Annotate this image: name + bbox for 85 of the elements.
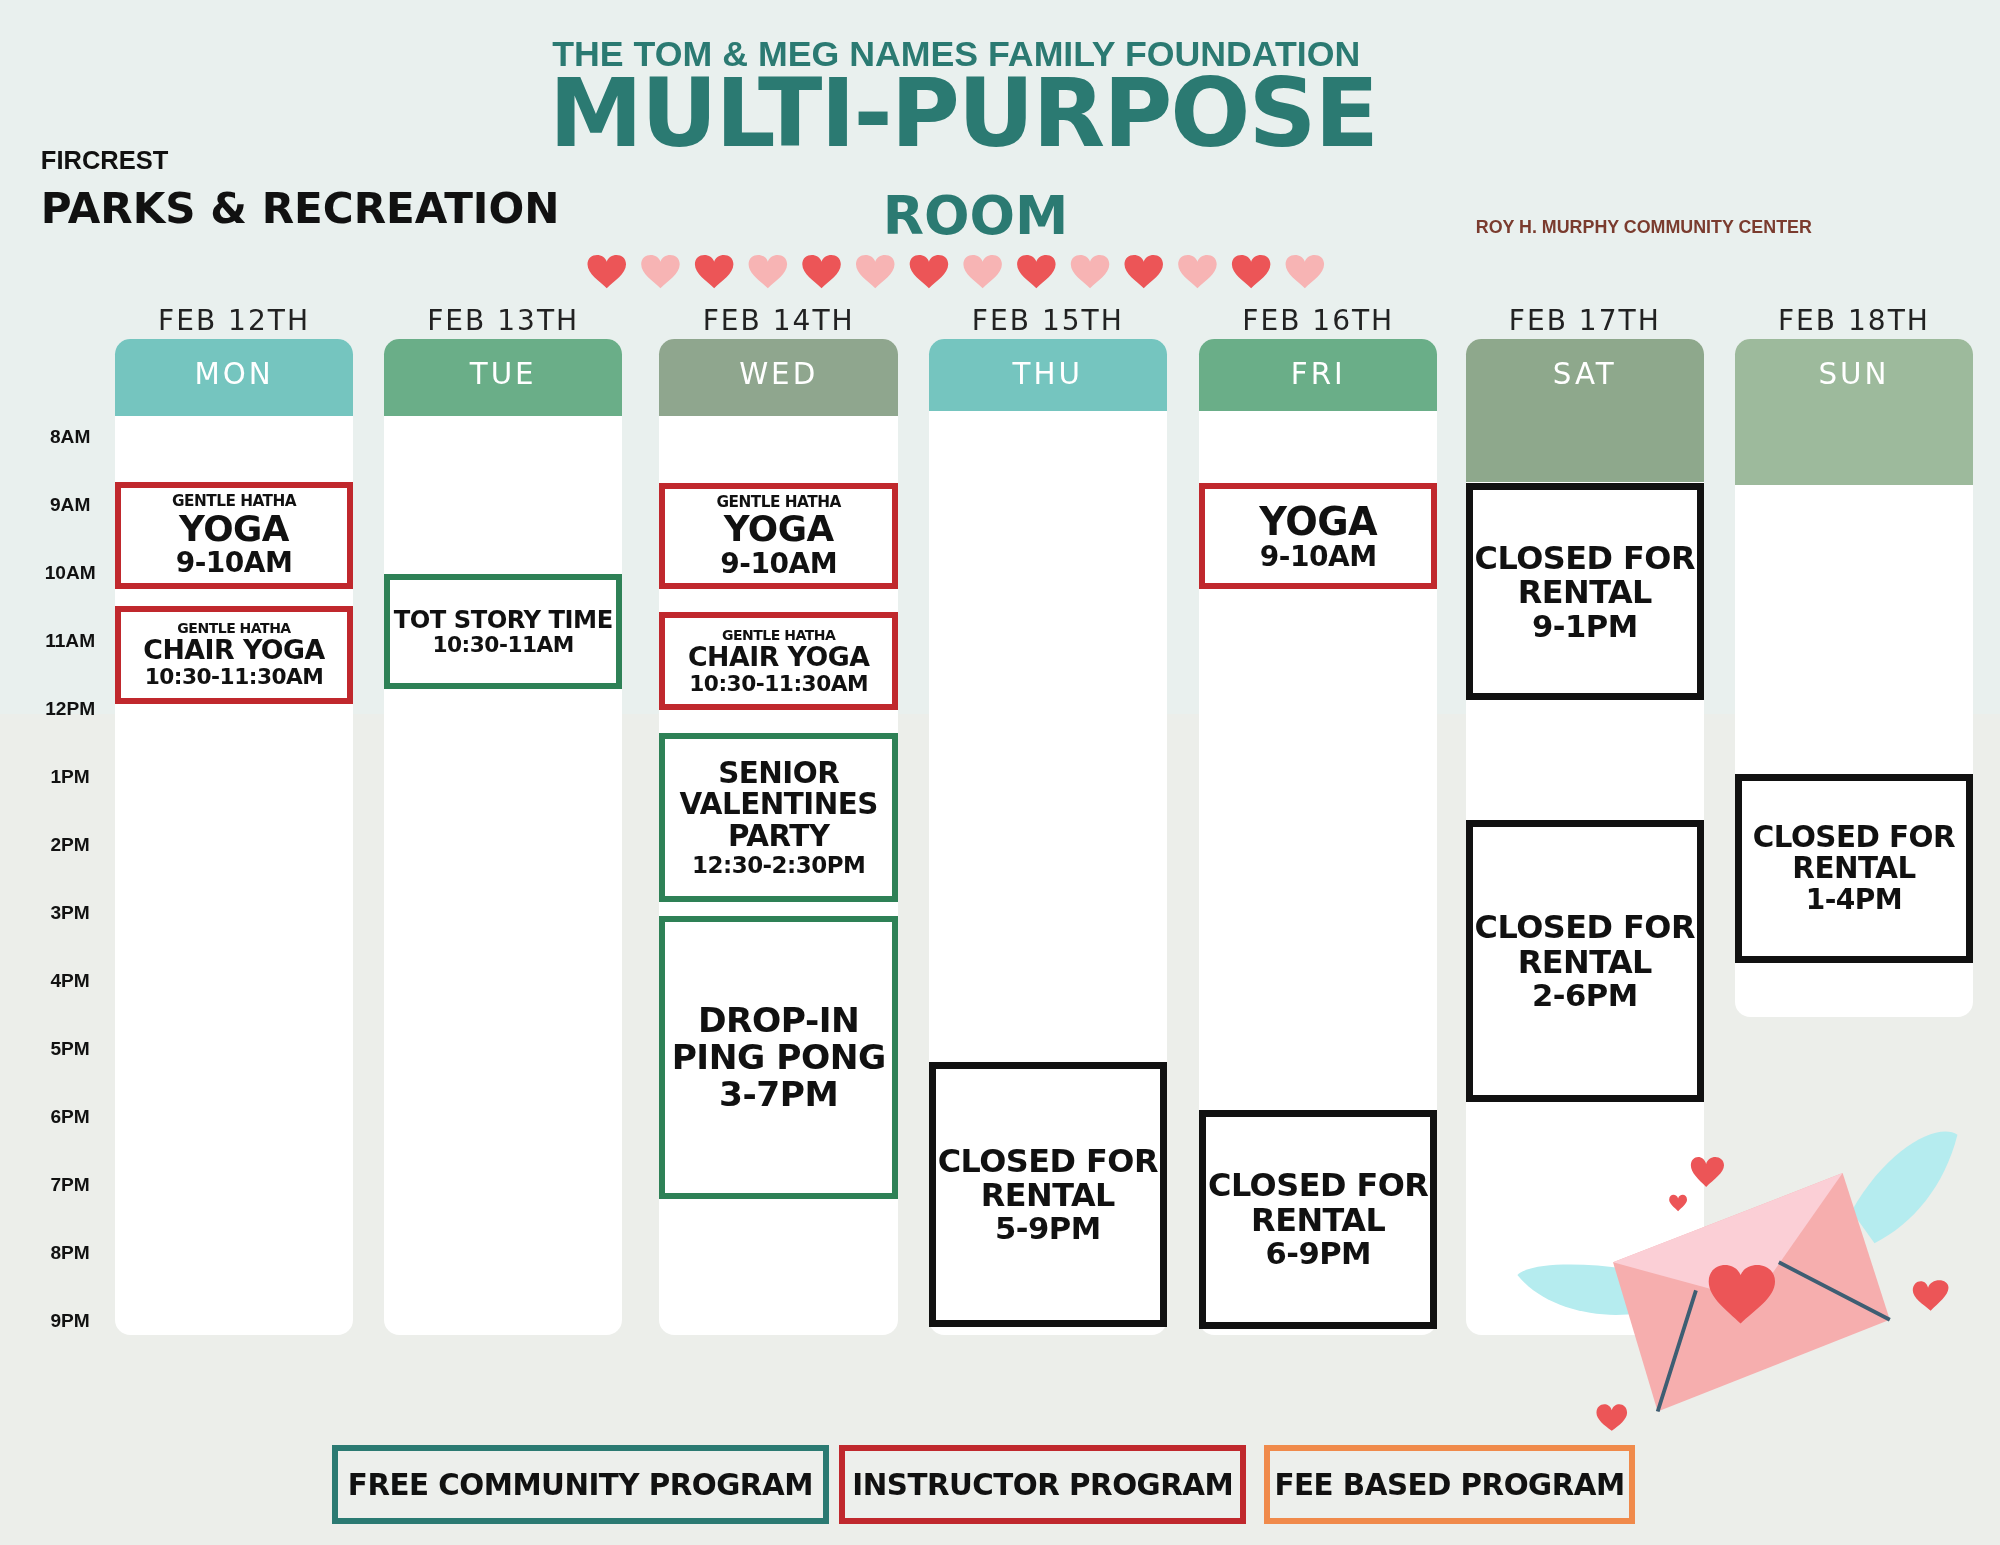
event-box [928, 1062, 1168, 1327]
legend-text: FEE BASED PROGRAM [1274, 1467, 1625, 1502]
event-title: TOT STORY TIME [393, 606, 613, 633]
day-column [114, 339, 354, 1336]
event-subtitle: GENTLE HATHA [171, 493, 297, 510]
event-box [383, 573, 623, 689]
event-subtitle: GENTLE HATHA [177, 621, 291, 637]
event-time: 10:30-11:30AM [144, 665, 324, 689]
event-title: CLOSED FOR RENTAL [1207, 1168, 1429, 1238]
event-box [1198, 483, 1438, 590]
event-subtitle: GENTLE HATHA [716, 493, 841, 511]
event-time: 9-1PM [1531, 609, 1638, 643]
heading-text: FIRCREST [40, 147, 169, 174]
legend-text: INSTRUCTOR PROGRAM [852, 1467, 1234, 1502]
time-label: 8PM [49, 1243, 91, 1263]
time-label: 9PM [49, 1311, 91, 1331]
event-subtitle: GENTLE HATHA [722, 627, 836, 643]
time-label: 9AM [48, 495, 92, 515]
date-label: FEB 16TH [1242, 303, 1395, 337]
event-title: CHAIR YOGA [143, 636, 325, 666]
event-box [659, 915, 898, 1199]
day-header: MON [114, 339, 354, 416]
event-time: 5-9PM [994, 1212, 1101, 1246]
day-column [659, 339, 898, 1336]
time-label: 6PM [49, 1107, 91, 1127]
day-header: WED [659, 339, 898, 416]
day-header: SUN [1734, 339, 1974, 485]
time-label: 12PM [44, 699, 97, 719]
day-header: SAT [1465, 339, 1705, 483]
event-box [1198, 1109, 1438, 1330]
event-time: 9-10AM [720, 548, 838, 580]
event-time: 10:30-11:30AM [689, 671, 869, 696]
day-column [1198, 339, 1438, 1336]
event-box [1465, 820, 1705, 1102]
event-box [659, 483, 898, 590]
event-title: CHAIR YOGA [687, 642, 870, 672]
time-label: 5PM [49, 1039, 91, 1059]
day-column [928, 339, 1168, 1336]
event-title: YOGA [1259, 500, 1378, 542]
day-header: THU [928, 339, 1168, 411]
event-time: 12:30-2:30PM [692, 852, 866, 878]
time-label: 3PM [49, 903, 91, 923]
day-header: FRI [1198, 339, 1438, 411]
date-label: FEB 18TH [1778, 303, 1930, 337]
event-title: CLOSED FOR RENTAL [1474, 540, 1696, 610]
time-label: 2PM [49, 835, 91, 855]
time-label: 4PM [49, 971, 91, 991]
event-box [659, 612, 898, 711]
event-time: 9-10AM [1259, 541, 1377, 573]
event-time: 10:30-11AM [432, 632, 574, 657]
heading-text: PARKS & RECREATION [40, 187, 560, 230]
time-label: 11AM [44, 631, 97, 651]
event-title: CLOSED FOR RENTAL [1751, 821, 1957, 886]
event-title: SENIOR VALENTINES PARTY [678, 757, 879, 853]
date-label: FEB 12TH [158, 303, 310, 337]
day-column [1734, 339, 1974, 1017]
event-title: YOGA [723, 510, 834, 549]
date-label: FEB 13TH [427, 303, 580, 337]
date-label: FEB 17TH [1508, 303, 1661, 337]
legend-text: FREE COMMUNITY PROGRAM [347, 1467, 813, 1502]
title-line: ROOM [882, 188, 1069, 243]
time-label: 10AM [43, 563, 97, 583]
date-label: FEB 15TH [971, 303, 1124, 337]
event-title: CLOSED FOR RENTAL [1474, 910, 1696, 979]
time-label: 7PM [49, 1175, 91, 1195]
event-box [114, 605, 354, 705]
date-label: FEB 14TH [702, 303, 855, 337]
event-time: 2-6PM [1531, 979, 1638, 1013]
event-time: 1-4PM [1805, 885, 1903, 916]
day-column [383, 339, 623, 1336]
event-time: 6-9PM [1265, 1237, 1372, 1271]
event-box [114, 482, 354, 590]
time-label: 1PM [49, 767, 91, 787]
event-time: 3-7PM [719, 1075, 839, 1114]
day-column [1465, 339, 1705, 1336]
heading-text: ROY H. MURPHY COMMUNITY CENTER [1475, 219, 1812, 238]
event-title: DROP-IN PING PONG [670, 1001, 887, 1076]
day-header: TUE [383, 339, 623, 416]
event-title: CLOSED FOR RENTAL [937, 1143, 1159, 1213]
event-box [659, 733, 898, 902]
time-label: 8AM [48, 427, 92, 447]
event-box [1465, 483, 1705, 701]
event-title: YOGA [179, 509, 289, 549]
event-box [1734, 774, 1974, 963]
event-time: 9-10AM [175, 548, 293, 579]
